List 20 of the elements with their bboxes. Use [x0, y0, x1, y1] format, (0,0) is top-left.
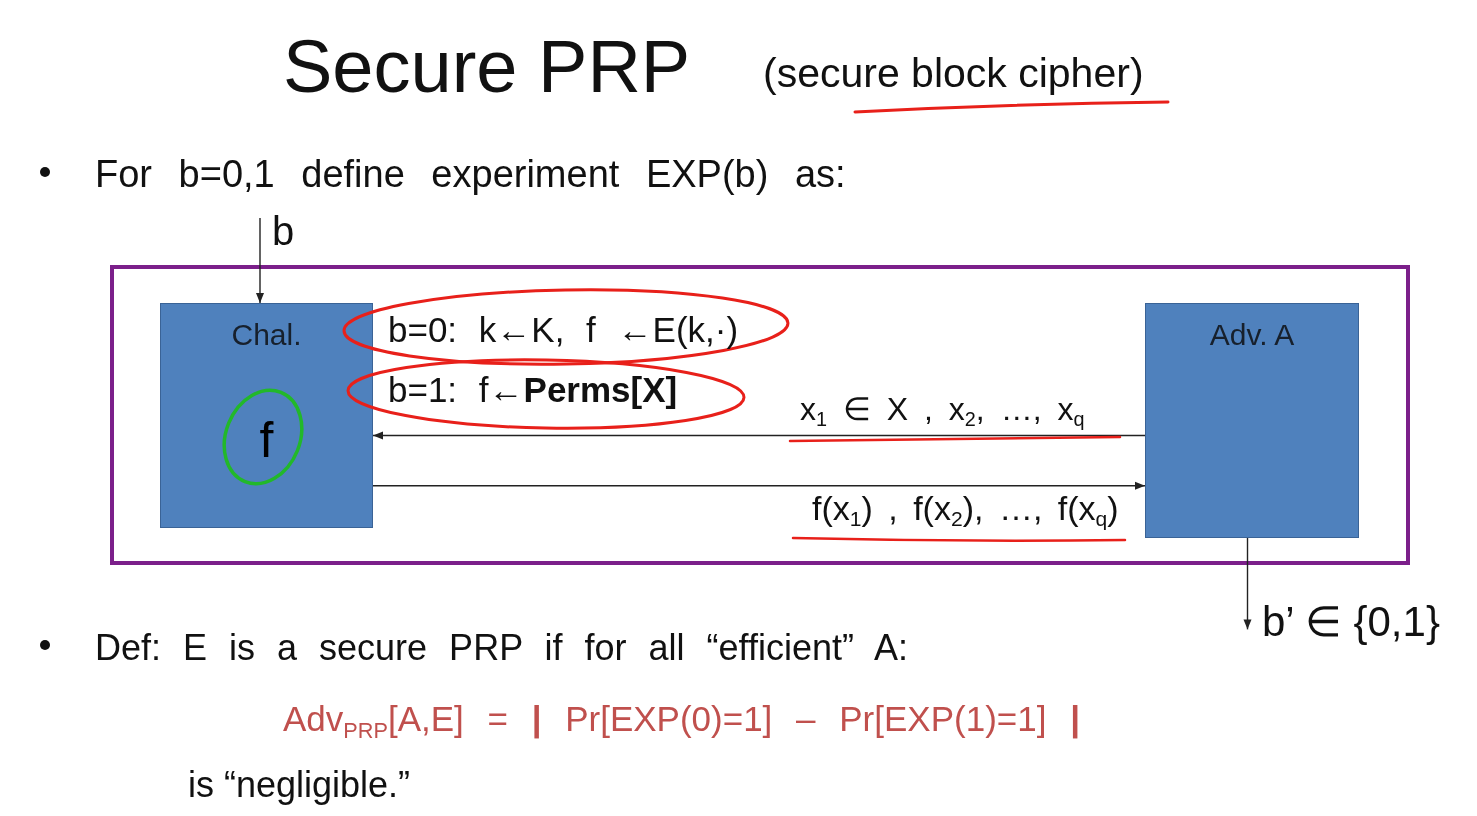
variable-label: b — [260, 208, 295, 254]
challenger-box — [160, 303, 373, 528]
box-title: Adv. A — [1209, 318, 1295, 353]
output-label: b’ ∈ {0,1} — [1247, 598, 1440, 647]
bullet-text: For b=0,1 define experiment EXP(b) as: — [95, 153, 846, 197]
slide-title: Secure PRP — [283, 24, 691, 110]
body-text: is “negligible.” — [188, 764, 411, 806]
formula-text: Adv$_{PRP}$[A,E] = | Pr[EXP(0)=1] – Pr[EXP(1)=1] | — [283, 699, 1080, 740]
arrow — [372, 481, 1146, 490]
arrow — [1243, 537, 1252, 631]
bullet-text: Def: E is a secure PRP if for all “efficient” A: — [95, 627, 908, 669]
subtitle: (secure block cipher) — [763, 50, 1144, 98]
experiment-frame — [110, 265, 1410, 565]
arrow — [256, 217, 264, 304]
function-symbol: f — [259, 412, 274, 470]
adversary-box — [1145, 303, 1359, 538]
setup-text: b=1: f←Perms[X] — [388, 370, 678, 411]
arrow — [372, 431, 1146, 440]
box-title: Chal. — [231, 318, 302, 353]
setup-text: b=0: k←K, f ←E(k,·) — [388, 310, 739, 351]
